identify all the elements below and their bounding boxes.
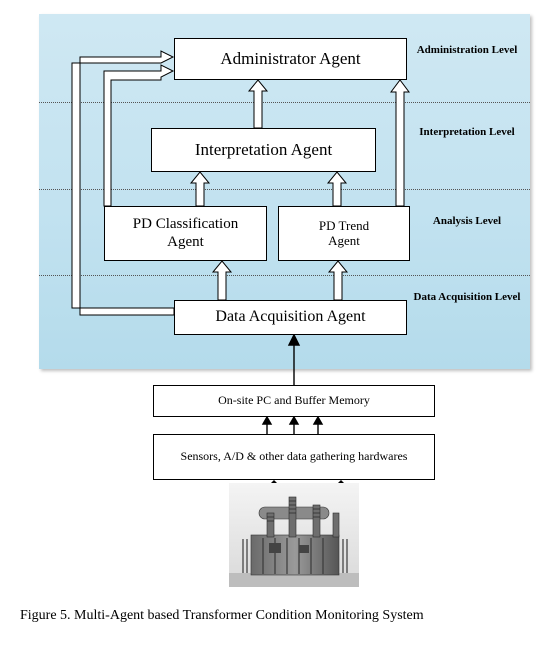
arrow-pdtrend-to-admin [390, 79, 410, 207]
arrow-pdtrend-to-interp [326, 171, 348, 207]
onsite-pc-buffer-box: On-site PC and Buffer Memory [153, 385, 435, 417]
figure-caption: Figure 5. Multi-Agent based Transformer … [20, 608, 424, 623]
data-acquisition-agent-box: Data Acquisition Agent [174, 300, 407, 335]
level-divider-analysis [39, 275, 530, 276]
pd-classification-agent-box: PD Classification Agent [104, 206, 267, 261]
level-divider-administration [39, 102, 530, 103]
level-label-administration: Administration Level [416, 44, 518, 56]
arrow-daq-to-pdclass [211, 260, 233, 301]
arrow-pdclass-to-admin [103, 64, 175, 207]
transformer-image [229, 483, 359, 587]
arrow-pdclass-to-interp [189, 171, 211, 207]
level-label-analysis: Analysis Level [432, 215, 502, 227]
level-label-interpretation: Interpretation Level [419, 126, 515, 138]
level-label-data-acquisition: Data Acquisition Level [413, 291, 521, 303]
arrow-interpretation-to-admin [247, 79, 269, 129]
administrator-agent-box: Administrator Agent [174, 38, 407, 80]
sensors-hardware-box: Sensors, A/D & other data gathering hard… [153, 434, 435, 480]
arrow-daq-to-pdtrend [327, 260, 349, 301]
pd-trend-agent-box: PD Trend Agent [278, 206, 410, 261]
arrow-daq-to-admin [71, 50, 175, 316]
level-divider-interpretation [39, 189, 530, 190]
interpretation-agent-box: Interpretation Agent [151, 128, 376, 172]
